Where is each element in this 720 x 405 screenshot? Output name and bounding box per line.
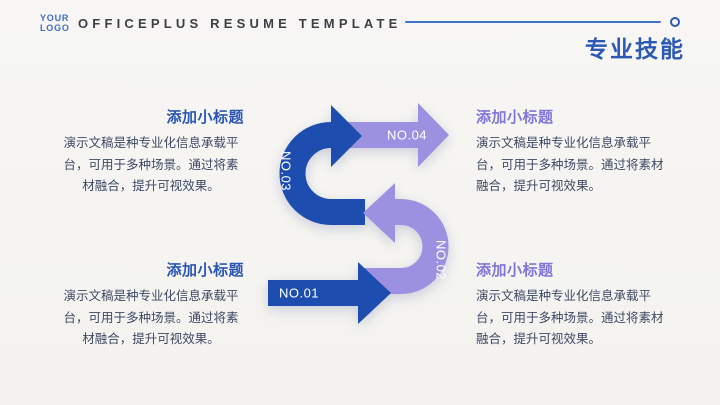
block-body: 演示文稿是种专业化信息承载平台，可用于多种场景。通过将素材融合，提升可视效果。 — [476, 289, 664, 346]
header-title: OFFICEPLUS RESUME TEMPLATE — [78, 16, 402, 31]
block-body: 演示文稿是种专业化信息承载平台，可用于多种场景。通过将素材融合，提升可视效果。 — [63, 136, 239, 193]
text-block-top-right: 添加小标题 演示文稿是种专业化信息承载平台，可用于多种场景。通过将素材融合，提升… — [476, 106, 664, 198]
step-label-3: NO.03 — [278, 151, 293, 191]
step-label-4: NO.04 — [387, 128, 427, 143]
text-block-top-left: 添加小标题 演示文稿是种专业化信息承载平台，可用于多种场景。通过将素材融合，提升… — [58, 106, 244, 198]
step-label-2: NO.02 — [433, 240, 448, 280]
header-end-dot-icon — [670, 17, 680, 27]
header-divider-line — [405, 21, 661, 23]
arrow-step-1 — [268, 262, 391, 324]
block-body: 演示文稿是种专业化信息承载平台，可用于多种场景。通过将素材融合，提升可视效果。 — [63, 289, 239, 346]
block-heading: 添加小标题 — [476, 262, 554, 279]
block-heading: 添加小标题 — [476, 109, 554, 126]
text-block-bottom-right: 添加小标题 演示文稿是种专业化信息承载平台，可用于多种场景。通过将素材融合，提升… — [476, 259, 664, 351]
page-title: 专业技能 — [585, 36, 685, 62]
block-heading: 添加小标题 — [166, 262, 244, 279]
logo: YOUR LOGO — [40, 13, 70, 33]
arrow-step-2 — [358, 183, 449, 294]
block-body: 演示文稿是种专业化信息承载平台，可用于多种场景。通过将素材融合，提升可视效果。 — [476, 136, 664, 193]
text-block-bottom-left: 添加小标题 演示文稿是种专业化信息承载平台，可用于多种场景。通过将素材融合，提升… — [58, 259, 244, 351]
block-heading: 添加小标题 — [166, 109, 244, 126]
s-curve-arrow-diagram: NO.01 NO.02 NO.03 NO.04 — [268, 103, 449, 324]
logo-line2: LOGO — [40, 22, 70, 33]
step-label-1: NO.01 — [279, 286, 319, 301]
logo-line1: YOUR — [40, 13, 70, 23]
arrow-step-3 — [279, 105, 365, 225]
